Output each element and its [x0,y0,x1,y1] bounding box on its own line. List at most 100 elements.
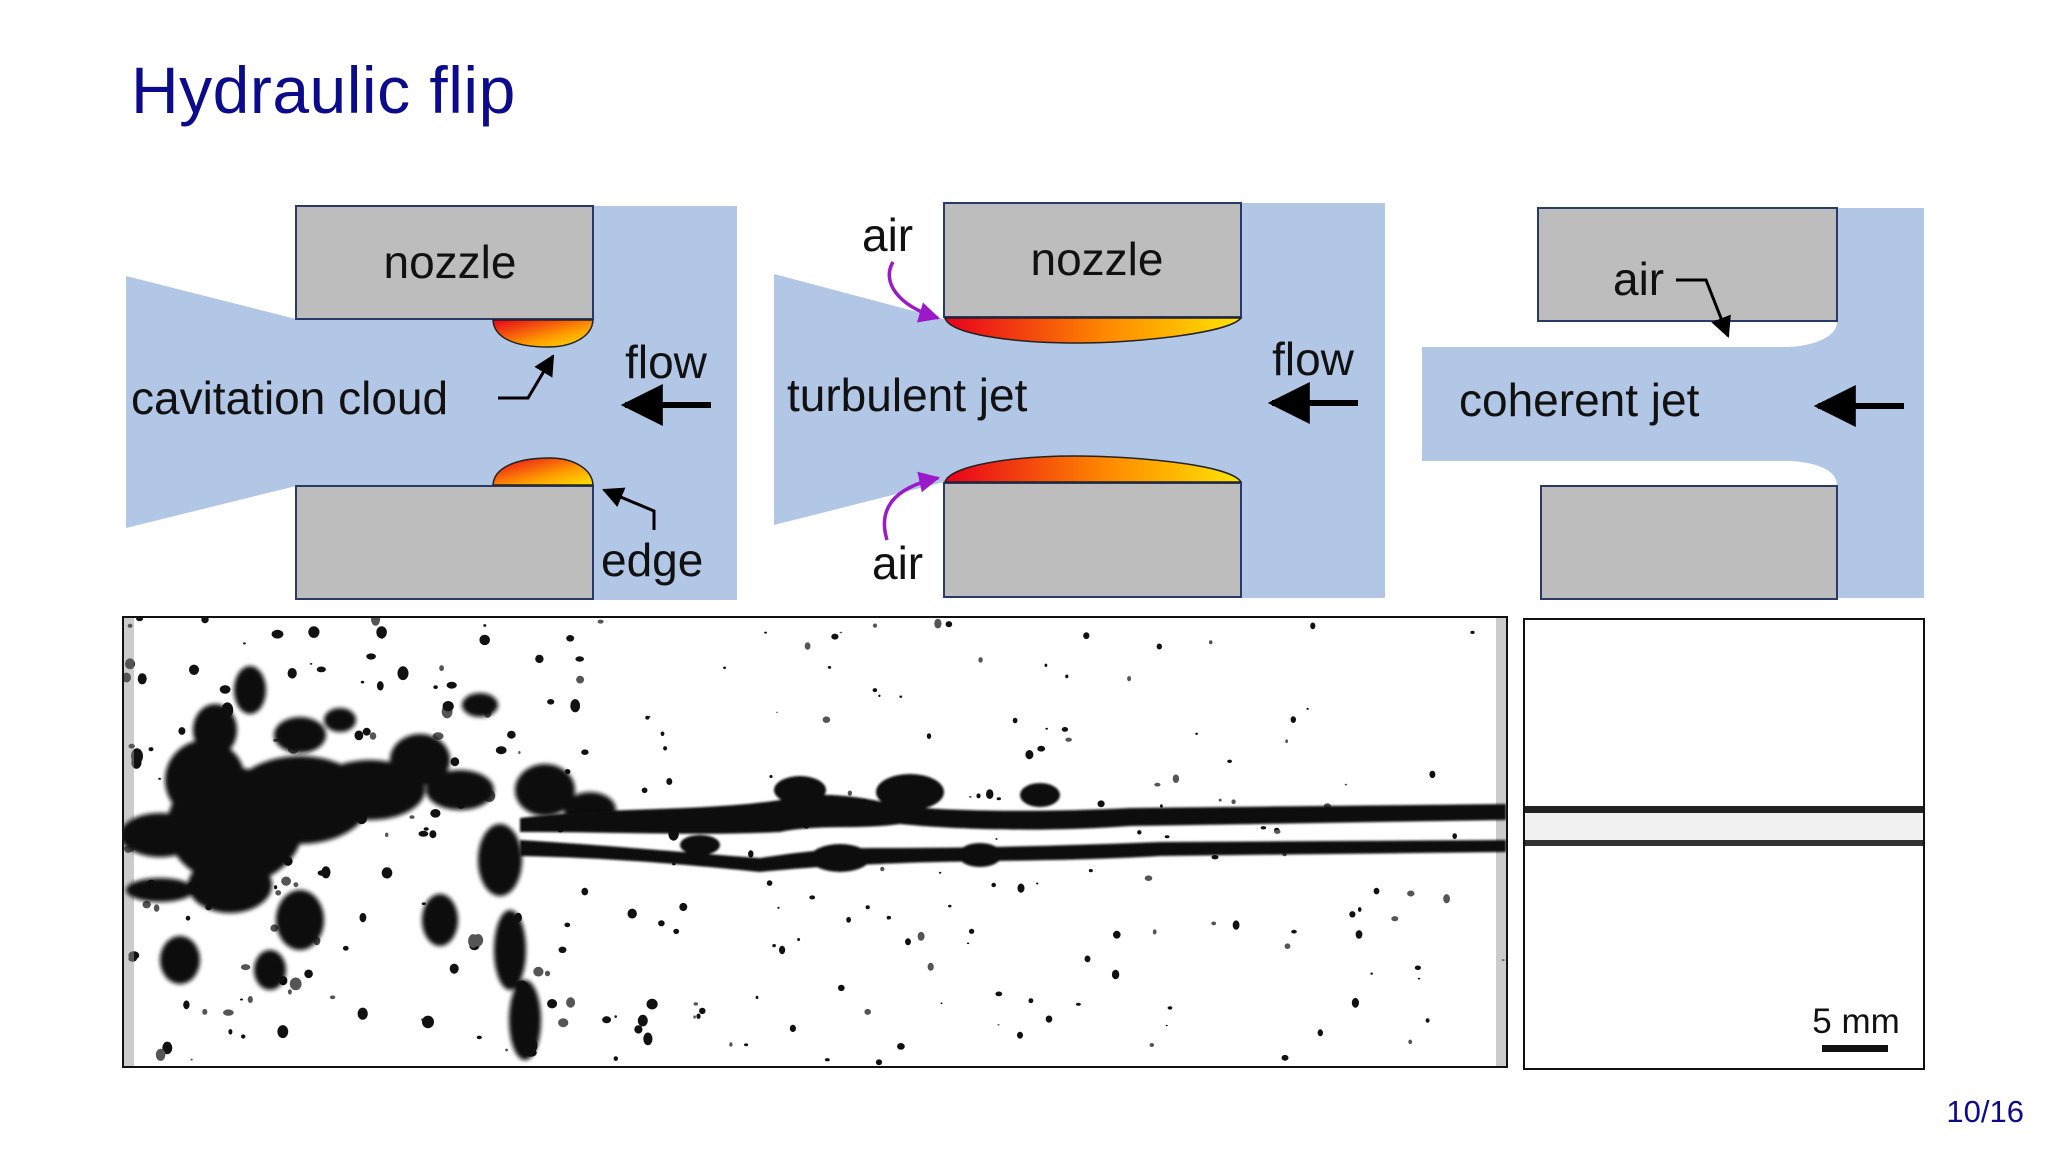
droplet [1391,916,1399,922]
droplet [597,619,604,624]
jet-body [1525,813,1923,841]
droplet [1036,882,1039,885]
droplet [1028,998,1034,1004]
droplet [535,654,544,664]
droplet [505,1048,508,1052]
droplet [153,904,160,912]
droplet [162,1041,173,1055]
droplet [473,934,484,947]
droplet [1218,798,1222,802]
droplet [566,997,576,1008]
droplet [1017,1031,1023,1039]
droplet [777,906,780,909]
droplet [1172,774,1180,783]
droplet [1310,622,1316,630]
droplet [864,1008,871,1015]
droplet [1306,707,1309,711]
droplet [1165,1024,1168,1027]
droplet [1281,1054,1289,1061]
droplet [342,945,349,951]
droplet [723,666,726,670]
droplet [581,749,589,755]
droplet [1317,1029,1324,1037]
droplet [1097,800,1105,808]
nozzle-bottom [943,482,1242,598]
droplet [581,887,589,896]
droplet [637,1014,648,1027]
droplet [1452,833,1457,839]
droplet [831,633,839,640]
droplet [1414,965,1421,971]
panel-cavitation: nozzle flow cavitation cloud edge [126,205,737,600]
droplet [865,905,870,910]
photo-turbulent-spray [122,616,1508,1068]
droplet [1195,732,1198,735]
droplet [1211,921,1217,926]
droplet [663,746,668,751]
droplet [189,664,199,675]
droplet [641,787,648,794]
droplet [507,730,516,739]
droplet [696,1013,701,1019]
droplet [995,991,1003,997]
droplet [779,945,786,955]
droplet [1113,930,1121,939]
scale-bar-label: 5 mm [1812,1002,1900,1041]
droplet [381,867,393,879]
droplet [433,685,438,689]
droplet [1443,894,1450,904]
droplet [442,701,454,712]
air-top-label: air [862,209,913,261]
droplet [1017,883,1025,893]
droplet [1208,640,1213,645]
droplet [369,732,377,740]
droplet [421,902,426,905]
droplet [1470,630,1475,635]
edge-label: edge [601,534,703,586]
droplet [1373,887,1380,895]
droplet [966,942,970,945]
droplet [645,715,650,720]
droplet [1285,739,1288,743]
droplet [1025,750,1034,760]
droplet [359,912,367,923]
droplet [293,882,299,888]
droplet [1290,716,1297,723]
droplet [479,634,491,646]
droplet [409,815,415,819]
droplet [439,665,444,672]
droplet [643,1032,653,1046]
droplet [809,895,816,900]
droplet [1357,907,1362,912]
droplet [274,885,278,890]
droplet [1065,674,1069,679]
droplet [634,1025,643,1034]
droplet [449,963,459,974]
droplet [1407,890,1415,897]
droplet [899,695,903,698]
air-bottom-label: air [872,537,923,589]
droplet [385,832,389,837]
droplet [376,681,384,691]
droplet [376,626,387,639]
droplet [1044,663,1048,667]
droplet [1037,745,1046,752]
droplet [1160,804,1163,808]
droplet [1164,835,1170,839]
droplet [789,1024,797,1032]
droplet [886,915,891,920]
droplet [483,624,487,627]
droplet [308,626,320,638]
droplet [533,966,544,977]
droplet [317,870,327,876]
nozzle-label: nozzle [1031,233,1164,285]
droplet [1045,727,1048,730]
droplet [729,1042,733,1047]
cavity-top [943,317,1243,344]
droplet [1274,829,1281,834]
droplet [602,1016,612,1024]
cavity-bottom [492,457,594,486]
droplet [1355,930,1363,939]
droplet [564,922,571,928]
